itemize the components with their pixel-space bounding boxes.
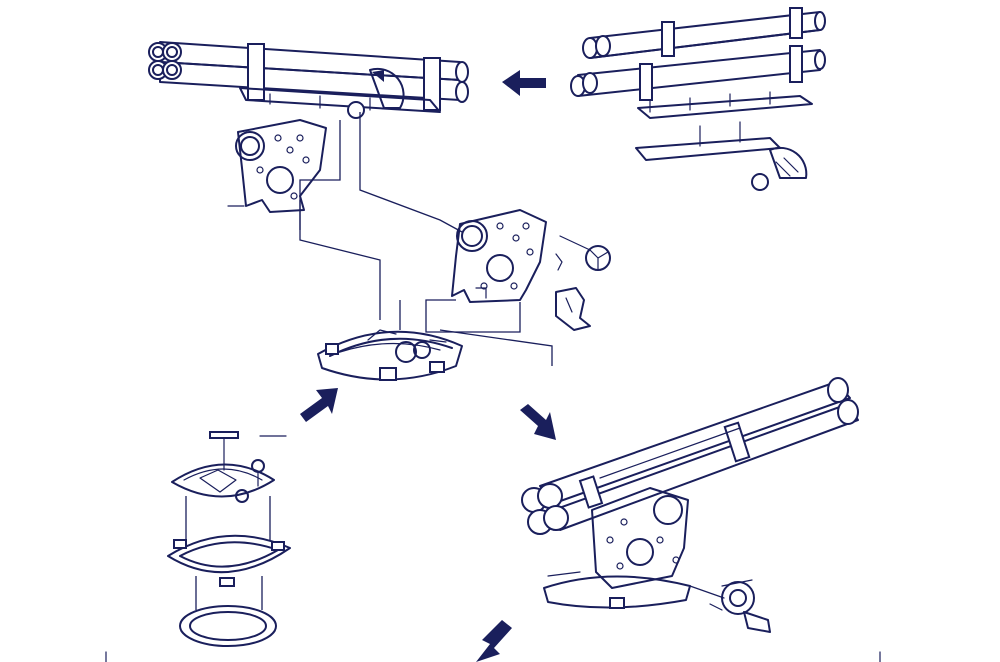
tube-pack-subassembly: [570, 7, 826, 191]
assembled-launcher: [521, 377, 859, 633]
bracket-part: [555, 287, 591, 331]
arrow-to-launcher: [502, 70, 546, 96]
handwheel-part: [555, 235, 611, 271]
crop-marks: [105, 651, 881, 662]
side-plate-left: [227, 119, 327, 213]
assembly-guide-lines: [299, 112, 553, 366]
arrow-continue: [476, 620, 512, 662]
launcher-tubes: [148, 41, 469, 119]
side-plate-right: [451, 209, 547, 303]
arrow-to-assembled: [520, 404, 556, 440]
turntable-base: [317, 329, 463, 381]
arrow-to-turntable: [300, 388, 338, 422]
mount-ring-stack: [167, 431, 291, 647]
